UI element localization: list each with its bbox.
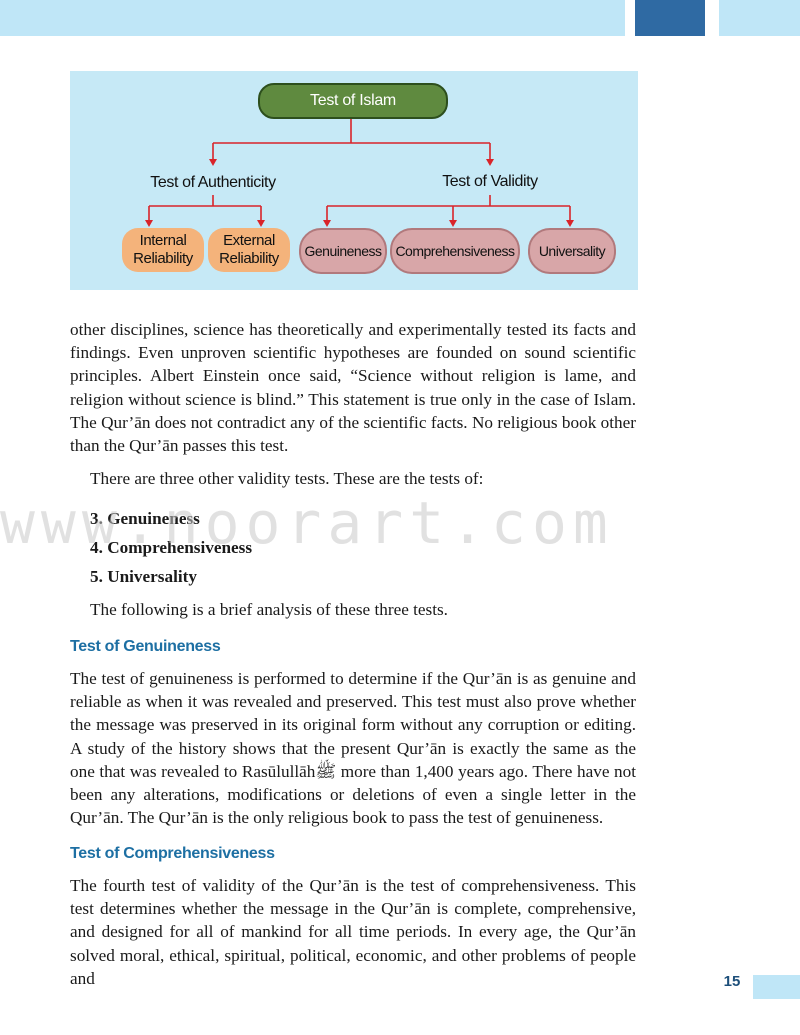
top-band-gap xyxy=(705,0,719,36)
science-paragraph: other disciplines, science has theoretic… xyxy=(70,320,636,456)
diagram-connectors xyxy=(145,117,574,227)
root-node-test-of-islam: Test of Islam xyxy=(258,83,448,119)
list-item-genuineness: 3. Genuineness xyxy=(90,509,200,528)
top-band-gap xyxy=(625,0,635,36)
leaf-internal-reliability: Internal Reliability xyxy=(122,228,204,272)
list-item-comprehensiveness: 4. Comprehensiveness xyxy=(90,538,253,557)
comprehensiveness-paragraph: The fourth test of validity of the Qur’ā… xyxy=(70,876,636,988)
leaf-genuineness: Genuineness xyxy=(299,228,387,274)
leaf-universality: Universality xyxy=(528,228,616,274)
page-number: 15 xyxy=(723,973,741,990)
leaf-comprehensiveness: Comprehensiveness xyxy=(390,228,520,274)
heading-test-of-comprehensiveness: Test of Comprehensiveness xyxy=(70,845,275,862)
node-test-of-validity: Test of Validity xyxy=(442,173,538,190)
top-band-accent-block xyxy=(635,0,705,36)
test-of-islam-diagram: Test of Islam Test of Authenticity Test … xyxy=(70,71,638,290)
list-item-universality: 5. Universality xyxy=(90,567,197,586)
brief-analysis-line: The following is a brief analysis of the… xyxy=(90,600,448,619)
bottom-color-tab xyxy=(753,975,800,999)
heading-test-of-genuineness: Test of Genuineness xyxy=(70,638,221,655)
node-test-of-authenticity: Test of Authenticity xyxy=(150,174,276,191)
genuineness-paragraph: The test of genuineness is performed to … xyxy=(70,669,637,828)
validity-tests-intro: There are three other validity tests. Th… xyxy=(90,469,484,488)
leaf-external-reliability: External Reliability xyxy=(208,228,290,272)
